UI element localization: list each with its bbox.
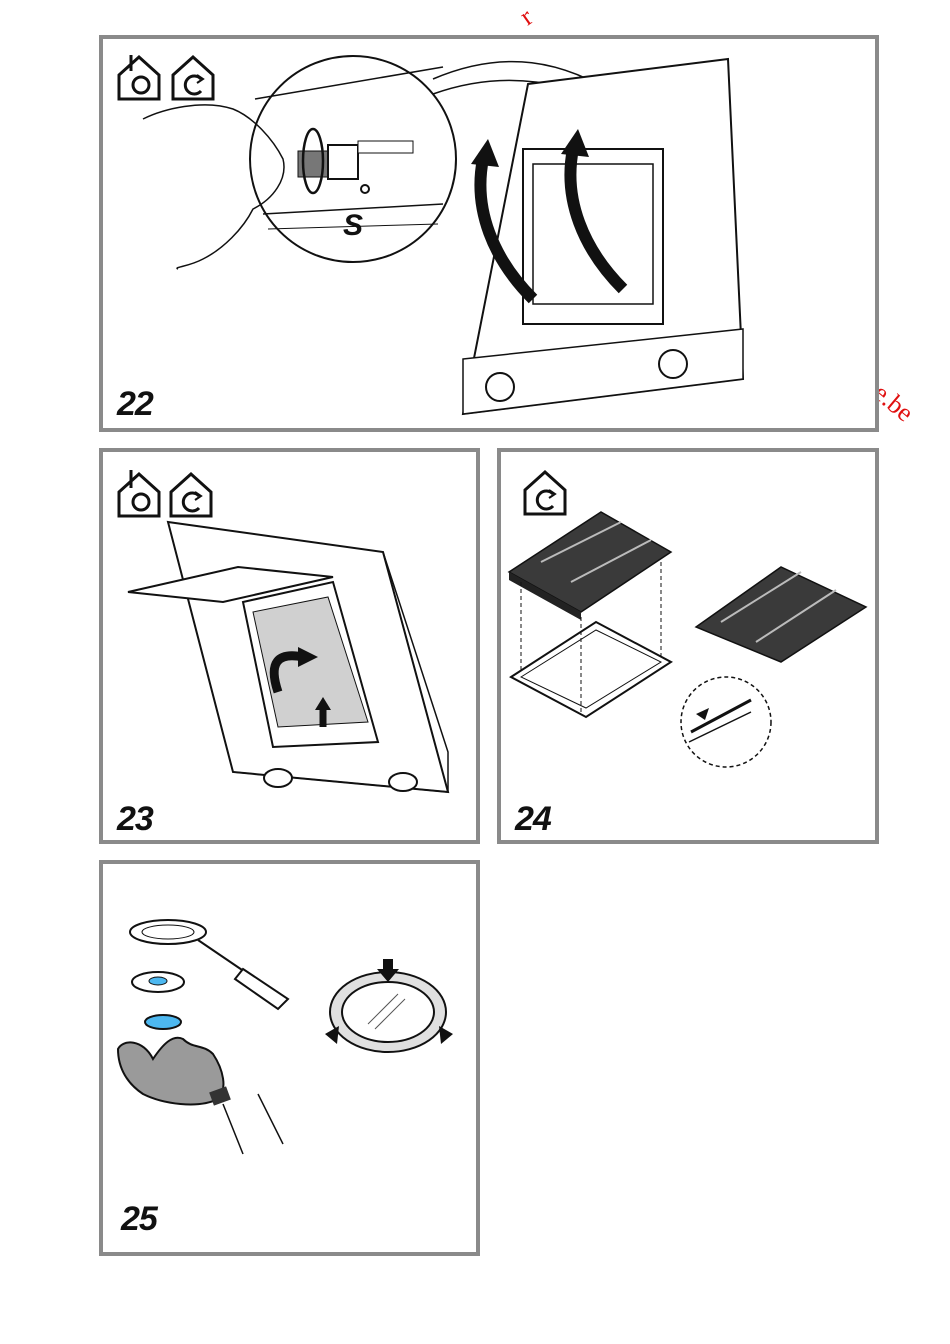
house-recirculation-icon — [525, 472, 565, 514]
house-recirculation-icon — [173, 57, 213, 99]
figure-24-illustration — [501, 452, 875, 840]
figure-22-panel: S 22 — [99, 35, 879, 432]
figure-22-illustration — [103, 39, 875, 428]
watermark-top-fragment: r — [514, 2, 538, 32]
figure-23-panel: 23 — [99, 448, 480, 844]
figure-25-number: 25 — [121, 1200, 157, 1239]
figure-24-number: 24 — [515, 800, 551, 839]
house-recirculation-icon — [171, 474, 211, 516]
carbon-filter-exploded-drawing — [509, 512, 866, 767]
figure-22-number: 22 — [117, 385, 153, 424]
callout-label-s: S — [343, 209, 363, 243]
hood-open-drawing — [128, 522, 448, 792]
figure-25-illustration — [103, 864, 476, 1252]
figure-24-panel: 24 — [497, 448, 879, 844]
figure-23-number: 23 — [117, 800, 153, 839]
hood-drawing — [463, 59, 743, 414]
figure-25-panel: 25 — [99, 860, 480, 1256]
lamp-cover-drawing — [325, 959, 453, 1052]
house-fan-extraction-icon — [119, 55, 159, 99]
lamp-disassembly-drawing — [118, 920, 288, 1154]
house-fan-extraction-icon — [119, 470, 159, 516]
figure-23-illustration — [103, 452, 476, 840]
